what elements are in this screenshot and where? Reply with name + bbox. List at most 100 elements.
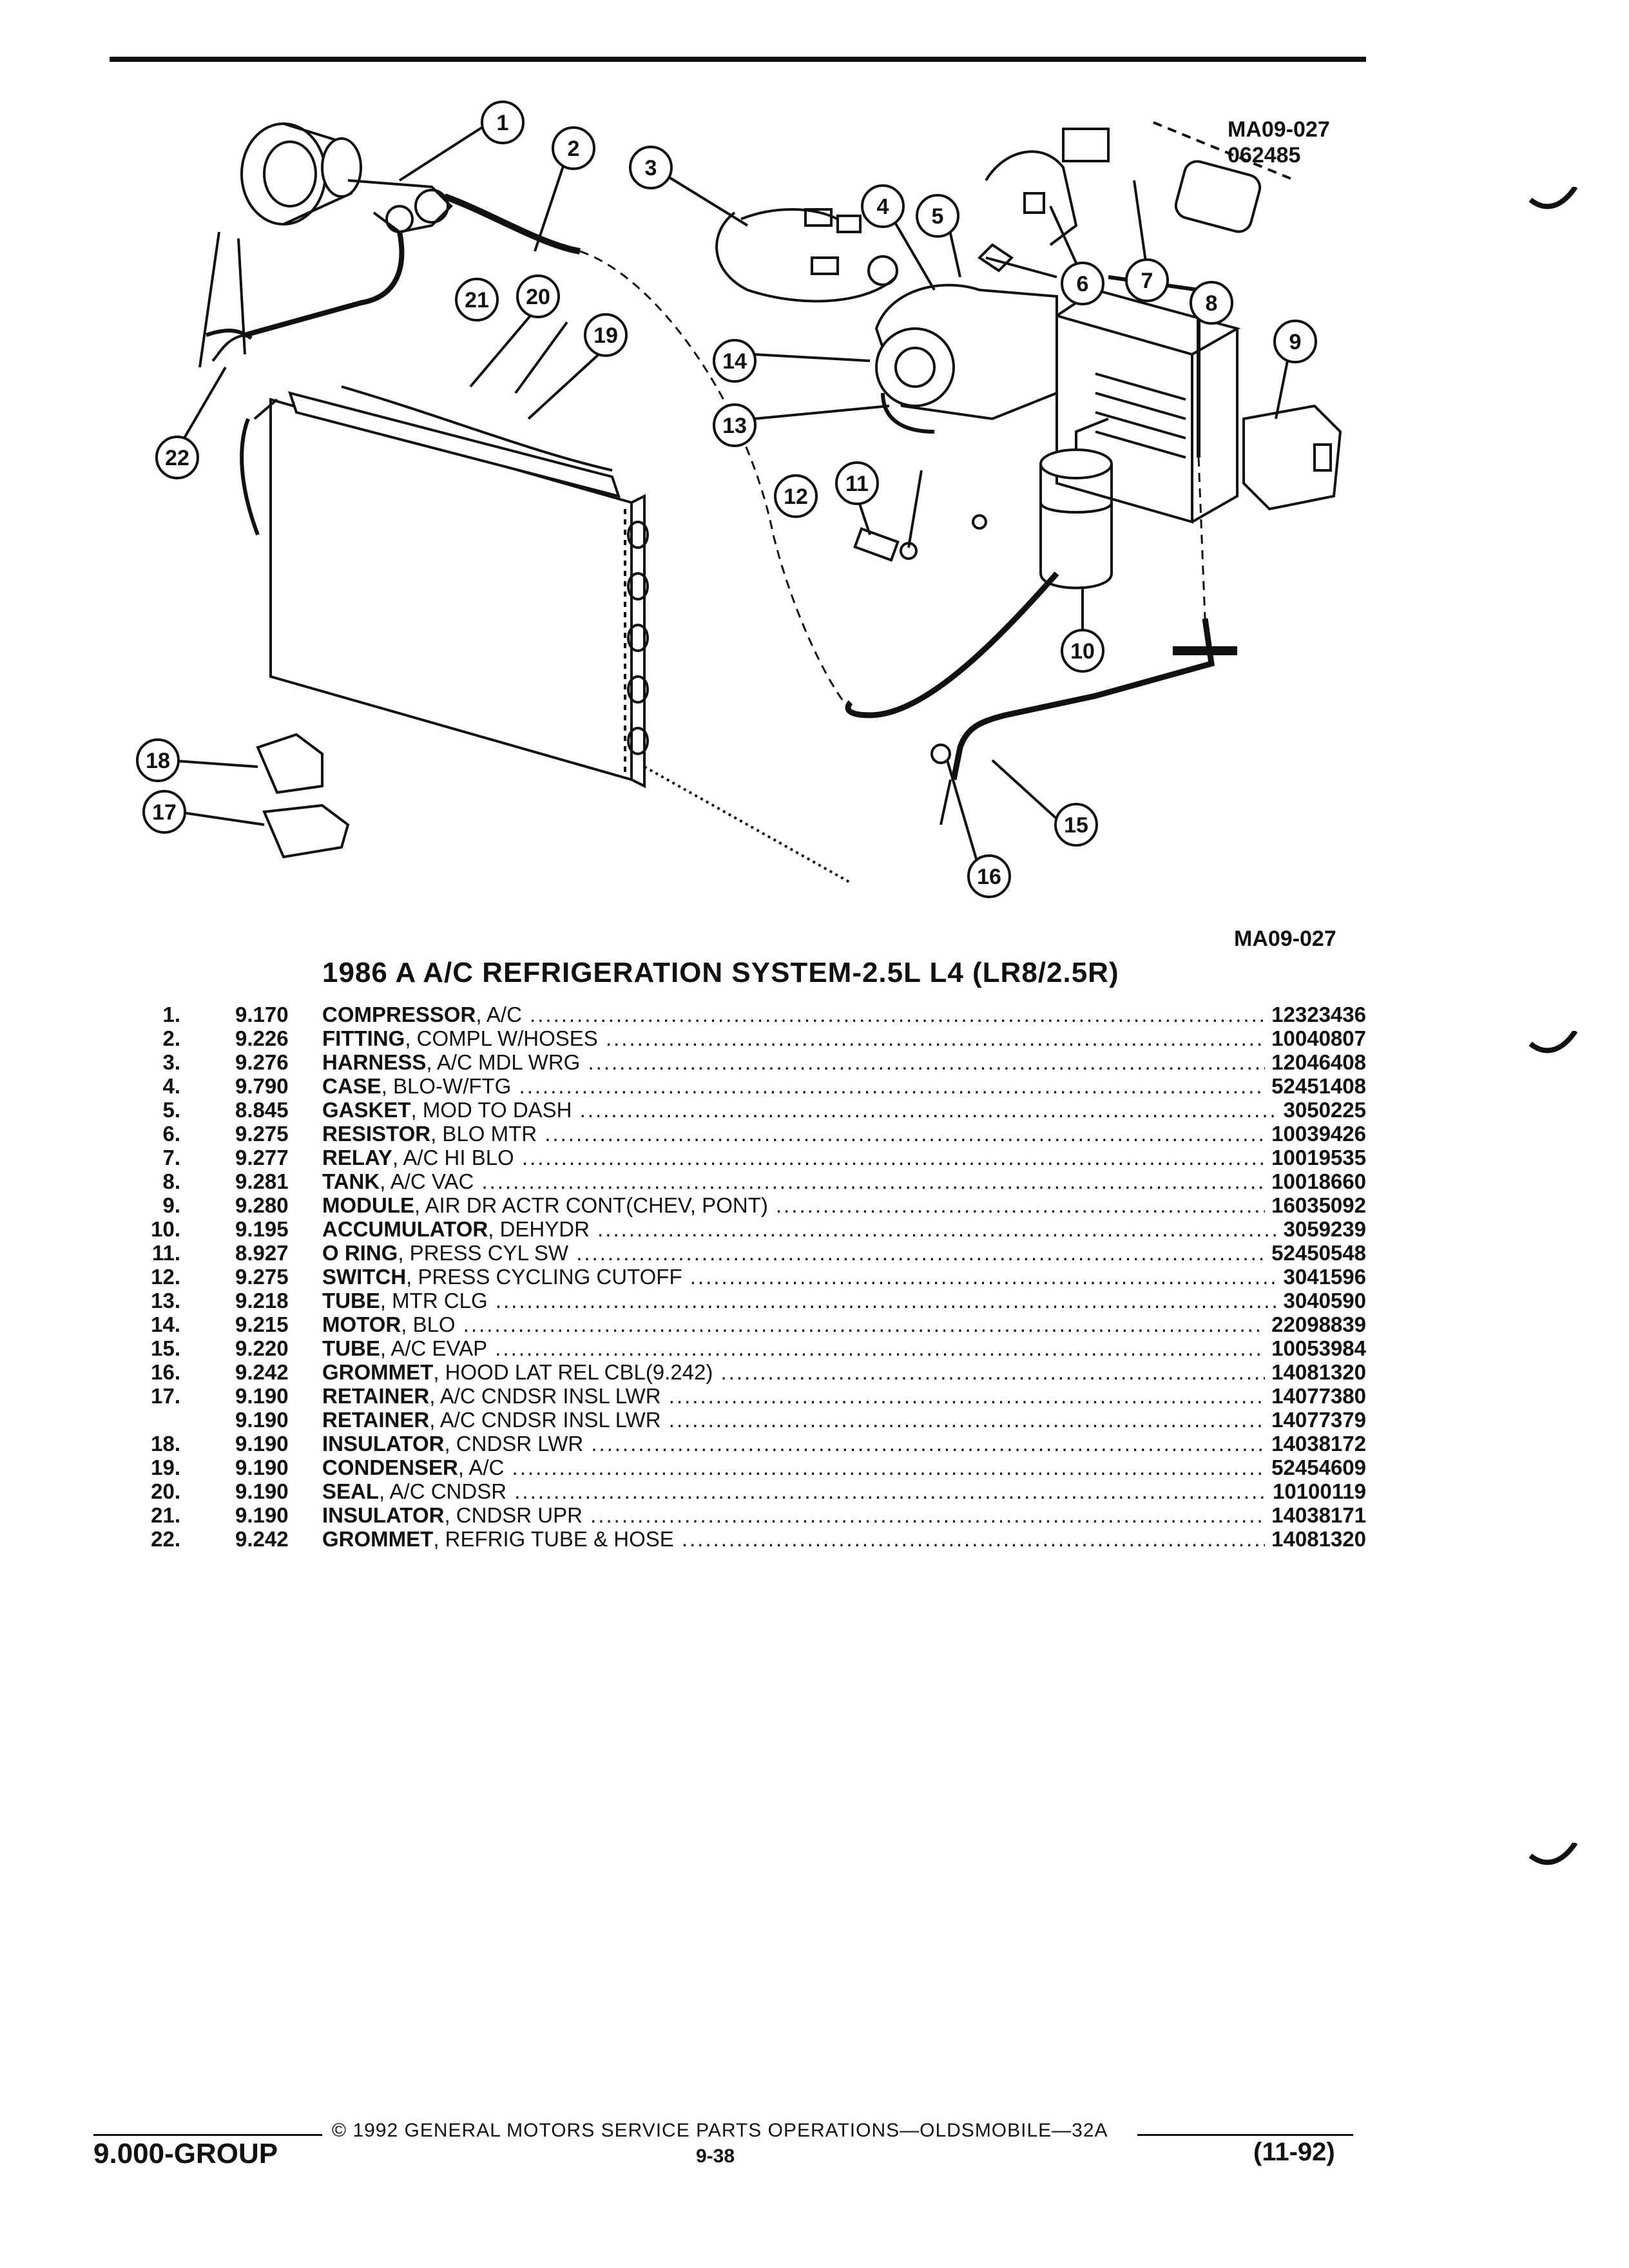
- part-number: 10100119: [1266, 1479, 1366, 1503]
- part-index: 19.: [151, 1456, 180, 1479]
- part-name: TANK: [322, 1169, 380, 1193]
- group-number: 9.280: [235, 1193, 289, 1217]
- part-name: FITTING: [322, 1026, 405, 1050]
- part-index: 12.: [151, 1265, 180, 1289]
- part-description: GASKET, MOD TO DASH ....................…: [322, 1098, 1340, 1122]
- dot-leader: ........................................…: [597, 1217, 1340, 1241]
- part-detail: , BLO MTR: [430, 1122, 537, 1146]
- group-number: 9.281: [235, 1169, 289, 1193]
- part-description: INSULATOR, CNDSR LWR ...................…: [322, 1432, 1340, 1456]
- part-number: 10040807: [1265, 1026, 1366, 1050]
- part-name: GROMMET: [322, 1360, 434, 1384]
- part-index: 1.: [162, 1003, 180, 1026]
- footer-date: (11-92): [1253, 2138, 1335, 2166]
- dot-leader: ........................................…: [521, 1146, 1340, 1169]
- part-number: 3041596: [1277, 1265, 1366, 1289]
- part-name: COMPRESSOR: [322, 1003, 476, 1026]
- callout-18: 18: [146, 749, 170, 773]
- group-number: 9.242: [235, 1527, 289, 1551]
- figure-id-top: MA09-027: [1228, 117, 1330, 142]
- callout-14: 14: [722, 349, 747, 374]
- binder-mark-1: [1528, 187, 1578, 209]
- group-number: 9.242: [235, 1360, 289, 1384]
- callout-17: 17: [152, 800, 177, 825]
- blower-case-illustration: [874, 284, 1241, 524]
- part-detail: , A/C VAC: [380, 1169, 474, 1193]
- part-detail: , CNDSR UPR: [444, 1503, 583, 1527]
- callout-5: 5: [932, 204, 944, 229]
- group-number: 9.190: [235, 1479, 289, 1503]
- part-number: 10039426: [1265, 1122, 1366, 1146]
- group-number: 9.275: [235, 1122, 289, 1146]
- part-name: HARNESS: [322, 1050, 427, 1074]
- part-description: ACCUMULATOR, DEHYDR ....................…: [322, 1217, 1340, 1241]
- part-number: 12323436: [1265, 1003, 1366, 1026]
- part-name: RESISTOR: [322, 1122, 431, 1146]
- dot-leader: ........................................…: [463, 1312, 1340, 1336]
- dot-leader: ........................................…: [545, 1122, 1340, 1146]
- part-description: CONDENSER, A/C .........................…: [322, 1456, 1340, 1479]
- callout-7: 7: [1141, 269, 1153, 293]
- part-description: SEAL, A/C CNDSR ........................…: [322, 1479, 1340, 1503]
- part-detail: , CNDSR LWR: [444, 1432, 584, 1456]
- part-number: 52450548: [1265, 1241, 1366, 1265]
- group-number: 9.277: [235, 1146, 289, 1169]
- dot-leader: ........................................…: [720, 1360, 1340, 1384]
- part-detail: , BLO-W/FTG: [381, 1074, 512, 1098]
- part-index: 3.: [162, 1050, 180, 1074]
- part-index: 14.: [151, 1312, 180, 1336]
- group-number: 9.190: [235, 1456, 289, 1479]
- part-detail: , A/C MDL WRG: [426, 1050, 581, 1074]
- part-index: 21.: [151, 1503, 180, 1527]
- part-description: GROMMET, REFRIG TUBE & HOSE ............…: [322, 1527, 1340, 1551]
- callout-3: 3: [645, 156, 657, 180]
- part-name: O RING: [322, 1241, 398, 1265]
- group-number: 8.845: [235, 1098, 289, 1122]
- figure-id-sub: 062485: [1228, 143, 1301, 168]
- part-index: 10.: [151, 1217, 180, 1241]
- part-detail: , A/C EVAP: [380, 1336, 488, 1360]
- harness-illustration: [715, 208, 898, 303]
- part-name: GASKET: [322, 1098, 411, 1122]
- dot-leader: ........................................…: [605, 1026, 1340, 1050]
- figure-id-bottom: MA09-027: [1234, 927, 1336, 951]
- part-index: 18.: [151, 1432, 180, 1456]
- part-index: 2.: [162, 1026, 180, 1050]
- relay-resistor-illustration: [977, 121, 1296, 273]
- part-index: 20.: [151, 1479, 180, 1503]
- footer-page-number: 9-38: [696, 2146, 735, 2167]
- part-name: ACCUMULATOR: [322, 1217, 488, 1241]
- dot-leader: ........................................…: [495, 1289, 1340, 1312]
- group-number: 9.190: [235, 1408, 289, 1432]
- top-rule: [110, 57, 1366, 62]
- binder-mark-3: [1528, 1843, 1578, 1865]
- group-number: 9.218: [235, 1289, 289, 1312]
- dot-leader: ........................................…: [668, 1408, 1340, 1432]
- parts-row: 19. 9.190 CONDENSER, A/C .................…: [129, 1456, 1366, 1479]
- dot-leader: ........................................…: [481, 1169, 1340, 1193]
- dot-leader: ........................................…: [519, 1074, 1340, 1098]
- callout-11: 11: [845, 472, 869, 496]
- dot-leader: ........................................…: [689, 1265, 1340, 1289]
- footer-copyright: © 1992 GENERAL MOTORS SERVICE PARTS OPER…: [332, 2120, 1108, 2141]
- part-detail: , A/C CNDSR INSL LWR: [429, 1384, 661, 1408]
- part-description: TUBE, MTR CLG ..........................…: [322, 1289, 1340, 1312]
- dot-leader: ........................................…: [668, 1384, 1340, 1408]
- part-name: MODULE: [322, 1193, 414, 1217]
- part-detail: , A/C CNDSR INSL LWR: [429, 1408, 661, 1432]
- part-description: RESISTOR, BLO MTR ......................…: [322, 1122, 1340, 1146]
- callout-9: 9: [1289, 330, 1302, 354]
